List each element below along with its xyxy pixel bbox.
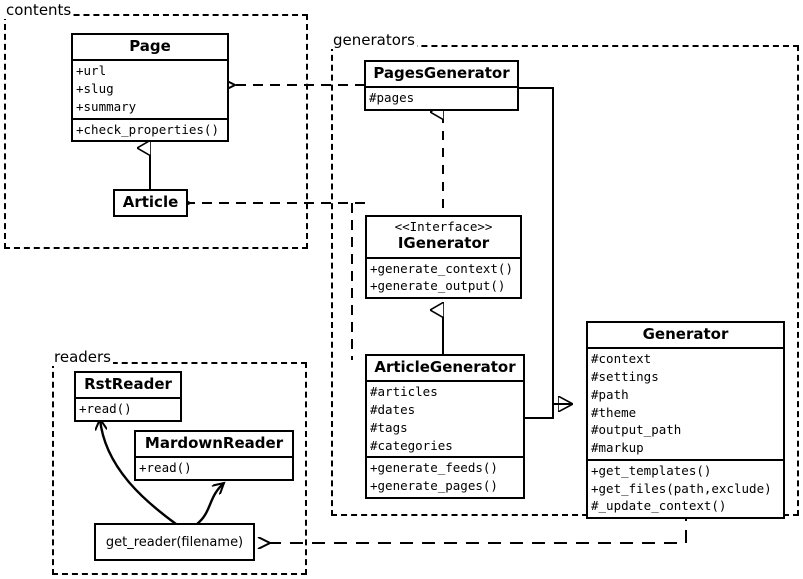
attribute-item: #settings [591,369,659,384]
package-contents-label: contents [4,1,74,19]
attribute-item: #output_path [591,422,682,438]
method-item: +generate_output() [370,278,506,294]
class-name-rst-reader: RstReader [84,375,172,393]
class-methods-rst-reader: +read() [76,397,180,420]
attribute-item: #markup [591,440,644,455]
attribute-item: #tags [370,419,408,435]
method-item: +read() [139,460,192,476]
method-item: +generate_context() [370,260,513,276]
attribute-item: #pages [369,90,415,106]
class-name-generator: Generator [642,325,729,343]
attribute-item: #articles [370,384,438,400]
class-box-article[interactable]: Article [113,189,188,218]
class-box-article-generator[interactable]: ArticleGenerator #articles #dates #tags … [365,354,525,499]
method-item: +check_properties() [76,121,219,137]
class-box-rst-reader[interactable]: RstReader +read() [74,371,182,422]
class-box-generator[interactable]: Generator #context #settings #path #them… [586,321,785,519]
class-stereotype-igenerator: <<Interface>> [394,219,493,234]
class-attributes-article-generator: #articles #dates #tags #categories [367,380,523,456]
class-name-pages-generator: PagesGenerator [373,64,510,82]
function-label-get-reader: get_reader(filename) [105,534,244,550]
class-methods-generator: +get_templates() +get_files(path,exclude… [588,458,783,517]
method-item: +generate_feeds() [370,460,498,476]
package-generators-label: generators [331,31,417,49]
class-methods-page: +check_properties() [73,117,227,141]
class-methods-article-generator: +generate_feeds() +generate_pages() [367,456,523,497]
class-name-article: Article [122,193,179,211]
attribute-item: #theme [591,404,637,420]
class-box-page[interactable]: Page +url +slug +summary +check_properti… [71,33,229,143]
attribute-item: +summary [76,98,137,114]
class-attributes-generator: #context #settings #path #theme #output_… [588,347,783,459]
function-box-get-reader[interactable]: get_reader(filename) [94,523,255,561]
method-item: +get_templates() [591,462,712,478]
class-box-igenerator[interactable]: <<Interface>> IGenerator +generate_conte… [365,215,522,300]
package-contents [4,14,308,249]
method-item: #_update_context() [591,498,727,514]
attribute-item: +slug [76,81,114,96]
class-name-igenerator: <<Interface>> IGenerator [367,217,520,257]
package-readers-label: readers [52,348,113,366]
class-name-article-generator: ArticleGenerator [374,358,516,376]
class-title-igenerator: IGenerator [397,234,490,253]
package-readers [52,362,307,575]
attribute-item: #categories [370,437,453,453]
attribute-item: #context [591,351,652,367]
class-methods-mardown-reader: +read() [136,456,292,479]
class-attributes-page: +url +slug +summary [73,59,227,117]
method-item: +get_files(path,exclude) [591,480,772,496]
class-methods-igenerator: +generate_context() +generate_output() [367,256,520,298]
class-box-mardown-reader[interactable]: MardownReader +read() [134,430,294,481]
method-item: +read() [79,401,132,417]
method-item: +generate_pages() [370,478,498,493]
attribute-item: #dates [370,402,416,417]
class-name-page: Page [129,37,171,55]
class-attributes-pages-generator: #pages [366,86,517,109]
attribute-item: #path [591,386,629,402]
class-box-pages-generator[interactable]: PagesGenerator #pages [364,60,519,111]
class-name-mardown-reader: MardownReader [144,434,284,452]
attribute-item: +url [76,63,107,79]
